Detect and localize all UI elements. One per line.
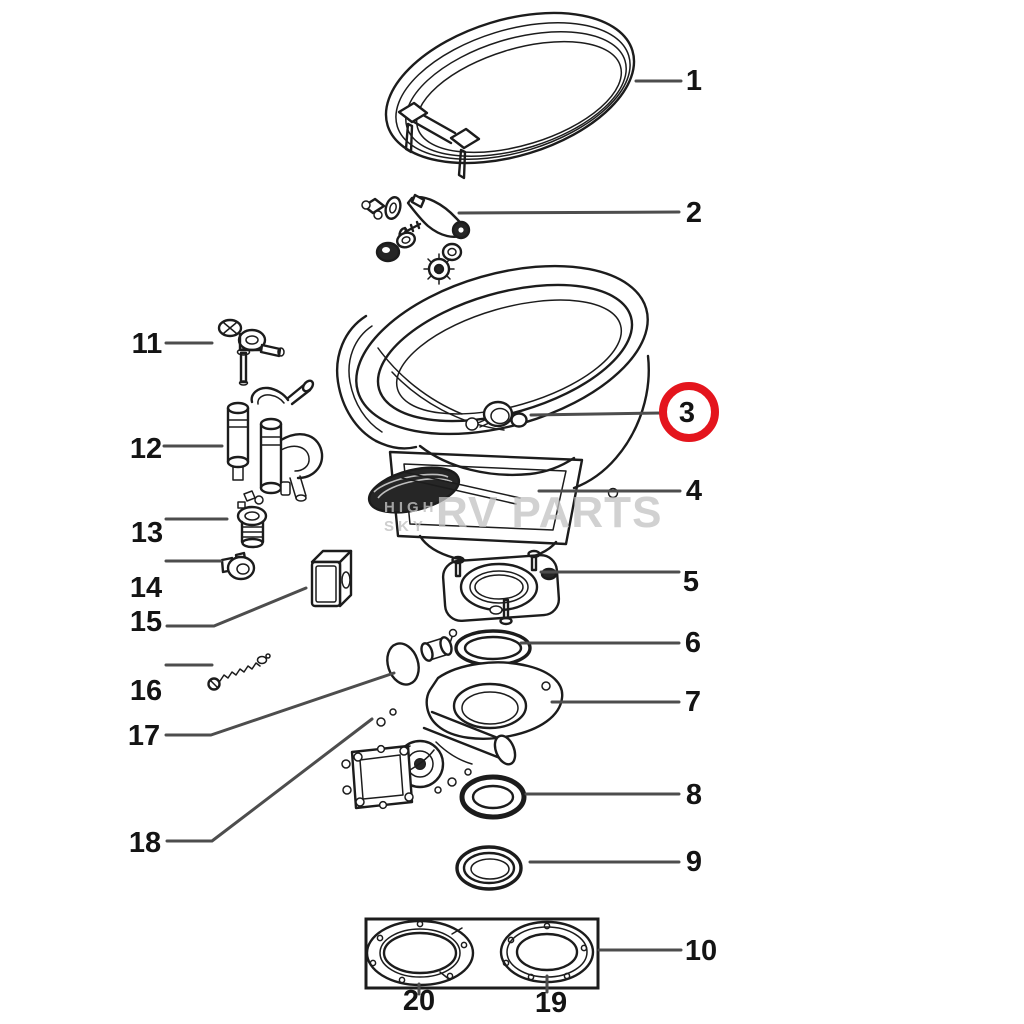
callout-label-17: 17 bbox=[128, 720, 160, 752]
water-valve-drawing bbox=[226, 379, 324, 502]
leader-17 bbox=[164, 671, 396, 737]
callout-label-9: 9 bbox=[686, 846, 702, 878]
callout-label-11: 11 bbox=[132, 328, 163, 360]
hinge-hardware-drawing bbox=[361, 193, 471, 285]
callout-label-6: 6 bbox=[685, 627, 701, 659]
leader-3 bbox=[529, 411, 663, 417]
callout-label-19: 19 bbox=[535, 987, 567, 1019]
flange-kit-drawing bbox=[364, 917, 600, 990]
callout-label-12: 12 bbox=[130, 433, 162, 465]
check-valve-drawing bbox=[220, 551, 256, 581]
watermark: HIGH SKY RV PARTS bbox=[384, 488, 662, 537]
vacuum-breaker-drawing bbox=[236, 481, 291, 549]
callout-label-8: 8 bbox=[686, 779, 702, 811]
module-box-drawing bbox=[310, 549, 353, 608]
callout-label-15: 15 bbox=[130, 606, 162, 638]
callout-labels: 1 2 3 4 5 6 7 8 9 10 11 12 13 14 15 16 1… bbox=[128, 65, 717, 1019]
spring-drawing bbox=[207, 653, 271, 691]
leader-2 bbox=[457, 210, 681, 215]
callout-label-4: 4 bbox=[686, 475, 702, 507]
highlight-circle bbox=[659, 382, 719, 442]
callout-label-13: 13 bbox=[131, 517, 163, 549]
callout-label-16: 16 bbox=[130, 675, 162, 707]
callout-label-14: 14 bbox=[130, 572, 162, 604]
watermark-small-bottom: SKY bbox=[384, 518, 427, 535]
mount-plate-drawing bbox=[341, 744, 435, 810]
watermark-small-top: HIGH bbox=[384, 499, 438, 516]
callout-label-20: 20 bbox=[403, 985, 435, 1017]
callout-label-2: 2 bbox=[686, 197, 702, 229]
seat-lid-drawing bbox=[384, 11, 636, 180]
seal-upper-drawing bbox=[454, 629, 532, 667]
callout-label-7: 7 bbox=[685, 686, 701, 718]
disc-seal-drawing bbox=[386, 628, 458, 686]
watermark-large: RV PARTS bbox=[436, 488, 662, 537]
floor-flange-drawing bbox=[441, 549, 561, 626]
leader-18 bbox=[165, 717, 374, 843]
callout-label-18: 18 bbox=[129, 827, 161, 859]
flush-button-drawing bbox=[465, 400, 528, 431]
valve-small-drawing bbox=[217, 318, 285, 386]
seal-mid-drawing bbox=[459, 774, 527, 820]
seal-lower-drawing bbox=[455, 845, 523, 891]
leader-15 bbox=[165, 586, 308, 628]
leader-lines bbox=[162, 79, 683, 996]
callout-label-10: 10 bbox=[685, 935, 717, 967]
callout-label-5: 5 bbox=[683, 566, 699, 598]
toilet-base-drawing bbox=[335, 264, 650, 565]
callout-label-3: 3 bbox=[679, 397, 695, 429]
callout-label-1: 1 bbox=[686, 65, 702, 97]
